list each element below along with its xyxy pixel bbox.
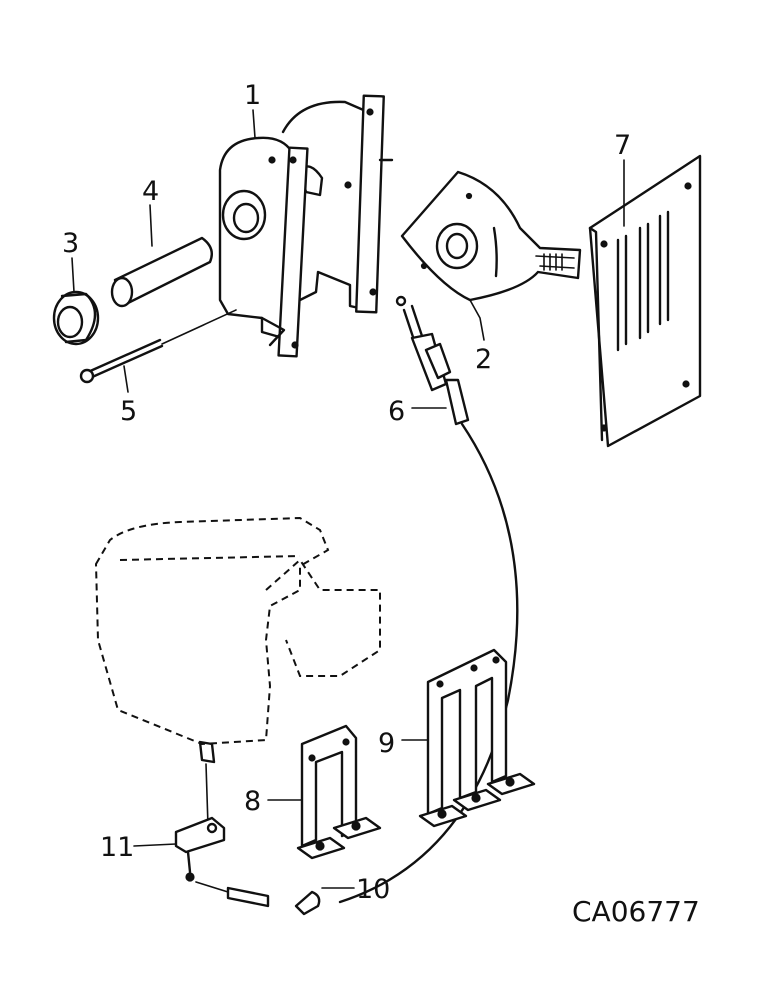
- part-7-cover-plate[interactable]: [588, 154, 702, 448]
- callout-10: 10: [356, 874, 390, 905]
- leader-lines: [71, 109, 625, 889]
- part-8-bracket[interactable]: [296, 724, 382, 860]
- part-10-cable-clip[interactable]: [195, 881, 321, 916]
- control-cable: [338, 422, 519, 904]
- callout-4: 4: [142, 176, 159, 207]
- callout-8: 8: [244, 786, 261, 817]
- part-4-shaft[interactable]: [110, 236, 213, 308]
- callout-3: 3: [62, 228, 79, 259]
- part-11-shift-lever[interactable]: [174, 740, 226, 882]
- figure-code: CA06777: [572, 895, 700, 928]
- part-9-bracket[interactable]: [418, 648, 536, 828]
- part-1-support-bracket[interactable]: [218, 94, 394, 358]
- part-5-pin[interactable]: [79, 309, 237, 384]
- callout-7: 7: [614, 130, 631, 161]
- transmission-housing: [94, 516, 381, 746]
- callout-11: 11: [100, 832, 134, 863]
- part-2-shift-plate[interactable]: [400, 170, 582, 302]
- callout-5: 5: [120, 396, 137, 427]
- part-6-cable-end[interactable]: [395, 295, 470, 426]
- callout-9: 9: [378, 728, 395, 759]
- callout-2: 2: [475, 344, 492, 375]
- callout-labels: 1 2 3 4 5 6 7 8 9 10 11: [62, 80, 631, 905]
- callout-6: 6: [388, 396, 405, 427]
- callout-1: 1: [244, 80, 261, 111]
- part-3-bushing[interactable]: [52, 290, 100, 346]
